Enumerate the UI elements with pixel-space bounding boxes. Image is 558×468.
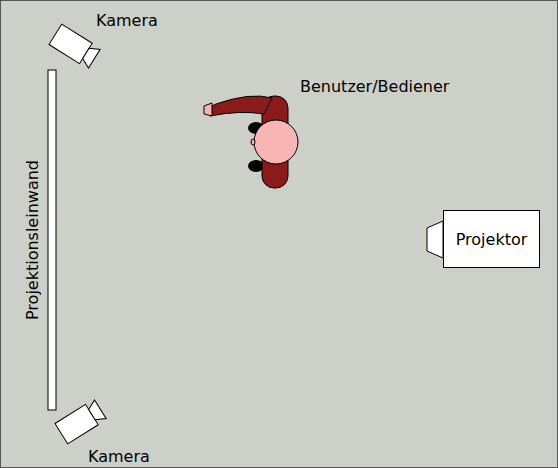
camera-label: Kamera <box>96 12 158 30</box>
camera-symbol <box>55 399 107 444</box>
camera-symbol <box>49 24 101 69</box>
user-label: Benutzer/Bediener <box>300 78 449 96</box>
projector-lens <box>427 221 443 258</box>
camera-label: Kamera <box>88 448 150 466</box>
projector-box: Projektor <box>443 210 540 268</box>
screen-label: Projektionsleinwand <box>24 160 42 320</box>
projection-screen <box>48 70 56 410</box>
box-text: Projektor <box>456 230 528 249</box>
user-figure <box>204 96 298 188</box>
